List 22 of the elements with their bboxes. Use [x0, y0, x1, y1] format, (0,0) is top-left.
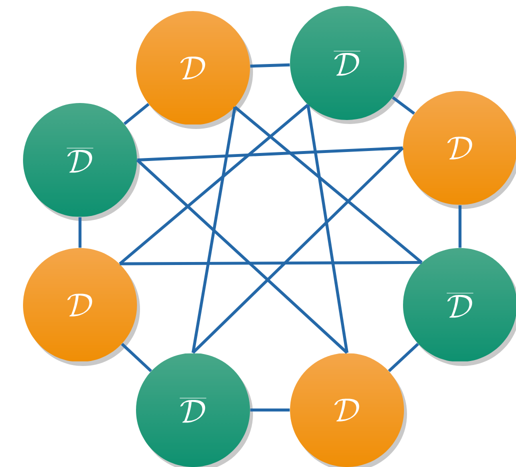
circle-node: $\mathcal{D}$	[136, 11, 253, 129]
connector-line	[250, 63, 290, 68]
connector-line	[78, 217, 82, 248]
connector-line	[120, 342, 152, 372]
connector-line	[392, 96, 416, 115]
connector-line	[137, 146, 403, 162]
connector-line	[306, 104, 348, 353]
connector-line	[123, 103, 150, 125]
circle-node: $\mathcal{D}$	[403, 91, 516, 209]
connector-line	[234, 106, 423, 264]
connector-line	[192, 106, 236, 353]
connector-line	[192, 146, 404, 354]
connector-line	[136, 158, 348, 354]
circle-node: $\mathcal{D}$	[23, 248, 140, 366]
circle-node: $\overline{\mathcal{D}}$	[290, 6, 407, 124]
connector-line	[250, 408, 290, 412]
connector-line	[388, 342, 420, 372]
circle-node: $\overline{\mathcal{D}}$	[403, 248, 516, 366]
circle-node: $\overline{\mathcal{D}}$	[23, 103, 140, 221]
connector-line	[120, 260, 422, 266]
connector-line	[118, 104, 309, 265]
connector-line	[458, 205, 462, 248]
